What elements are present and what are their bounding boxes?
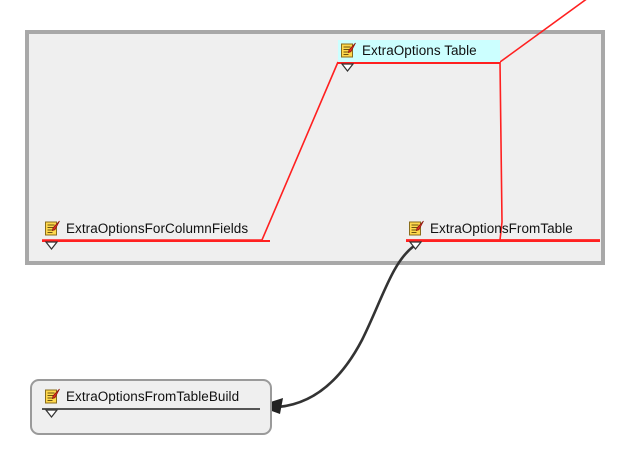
node-extraoptions-from-table[interactable]: ExtraOptionsFromTable	[406, 218, 600, 242]
node-extraoptions-from-table-build[interactable]: ExtraOptionsFromTableBuild	[42, 386, 260, 410]
node-collapse-triangle-icon[interactable]	[409, 241, 422, 250]
node-label: ExtraOptionsForColumnFields	[66, 221, 249, 236]
node-collapse-triangle-icon[interactable]	[45, 409, 58, 418]
node-underline	[42, 408, 260, 410]
node-label: ExtraOptionsFromTable	[430, 221, 573, 236]
notepad-pen-icon	[409, 220, 424, 236]
edge-table-to-columnfields[interactable]	[42, 61, 339, 241]
node-extraoptions-from-table-build-box[interactable]	[30, 379, 272, 435]
node-collapse-triangle-icon[interactable]	[45, 241, 58, 250]
node-header: ExtraOptions Table	[338, 40, 500, 62]
node-underline	[338, 62, 500, 64]
notepad-pen-icon	[341, 42, 356, 58]
edge-table-to-offcanvas[interactable]	[499, 0, 599, 63]
node-underline	[406, 240, 600, 242]
edge-fromtable-to-build[interactable]	[276, 244, 416, 409]
node-underline	[42, 240, 270, 242]
notepad-pen-icon	[45, 220, 60, 236]
notepad-pen-icon	[45, 388, 60, 404]
node-label: ExtraOptionsFromTableBuild	[66, 389, 240, 404]
node-extraoptions-for-column-fields[interactable]: ExtraOptionsForColumnFields	[42, 218, 270, 242]
edge-table-to-fromtable[interactable]	[499, 61, 503, 241]
node-extraoptions-table[interactable]: ExtraOptions Table	[338, 40, 500, 64]
node-header: ExtraOptionsFromTable	[406, 218, 600, 240]
node-header: ExtraOptionsForColumnFields	[42, 218, 270, 240]
package-container[interactable]	[25, 30, 605, 265]
node-collapse-triangle-icon[interactable]	[341, 63, 354, 72]
node-header: ExtraOptionsFromTableBuild	[42, 386, 260, 408]
node-label: ExtraOptions Table	[362, 43, 477, 58]
